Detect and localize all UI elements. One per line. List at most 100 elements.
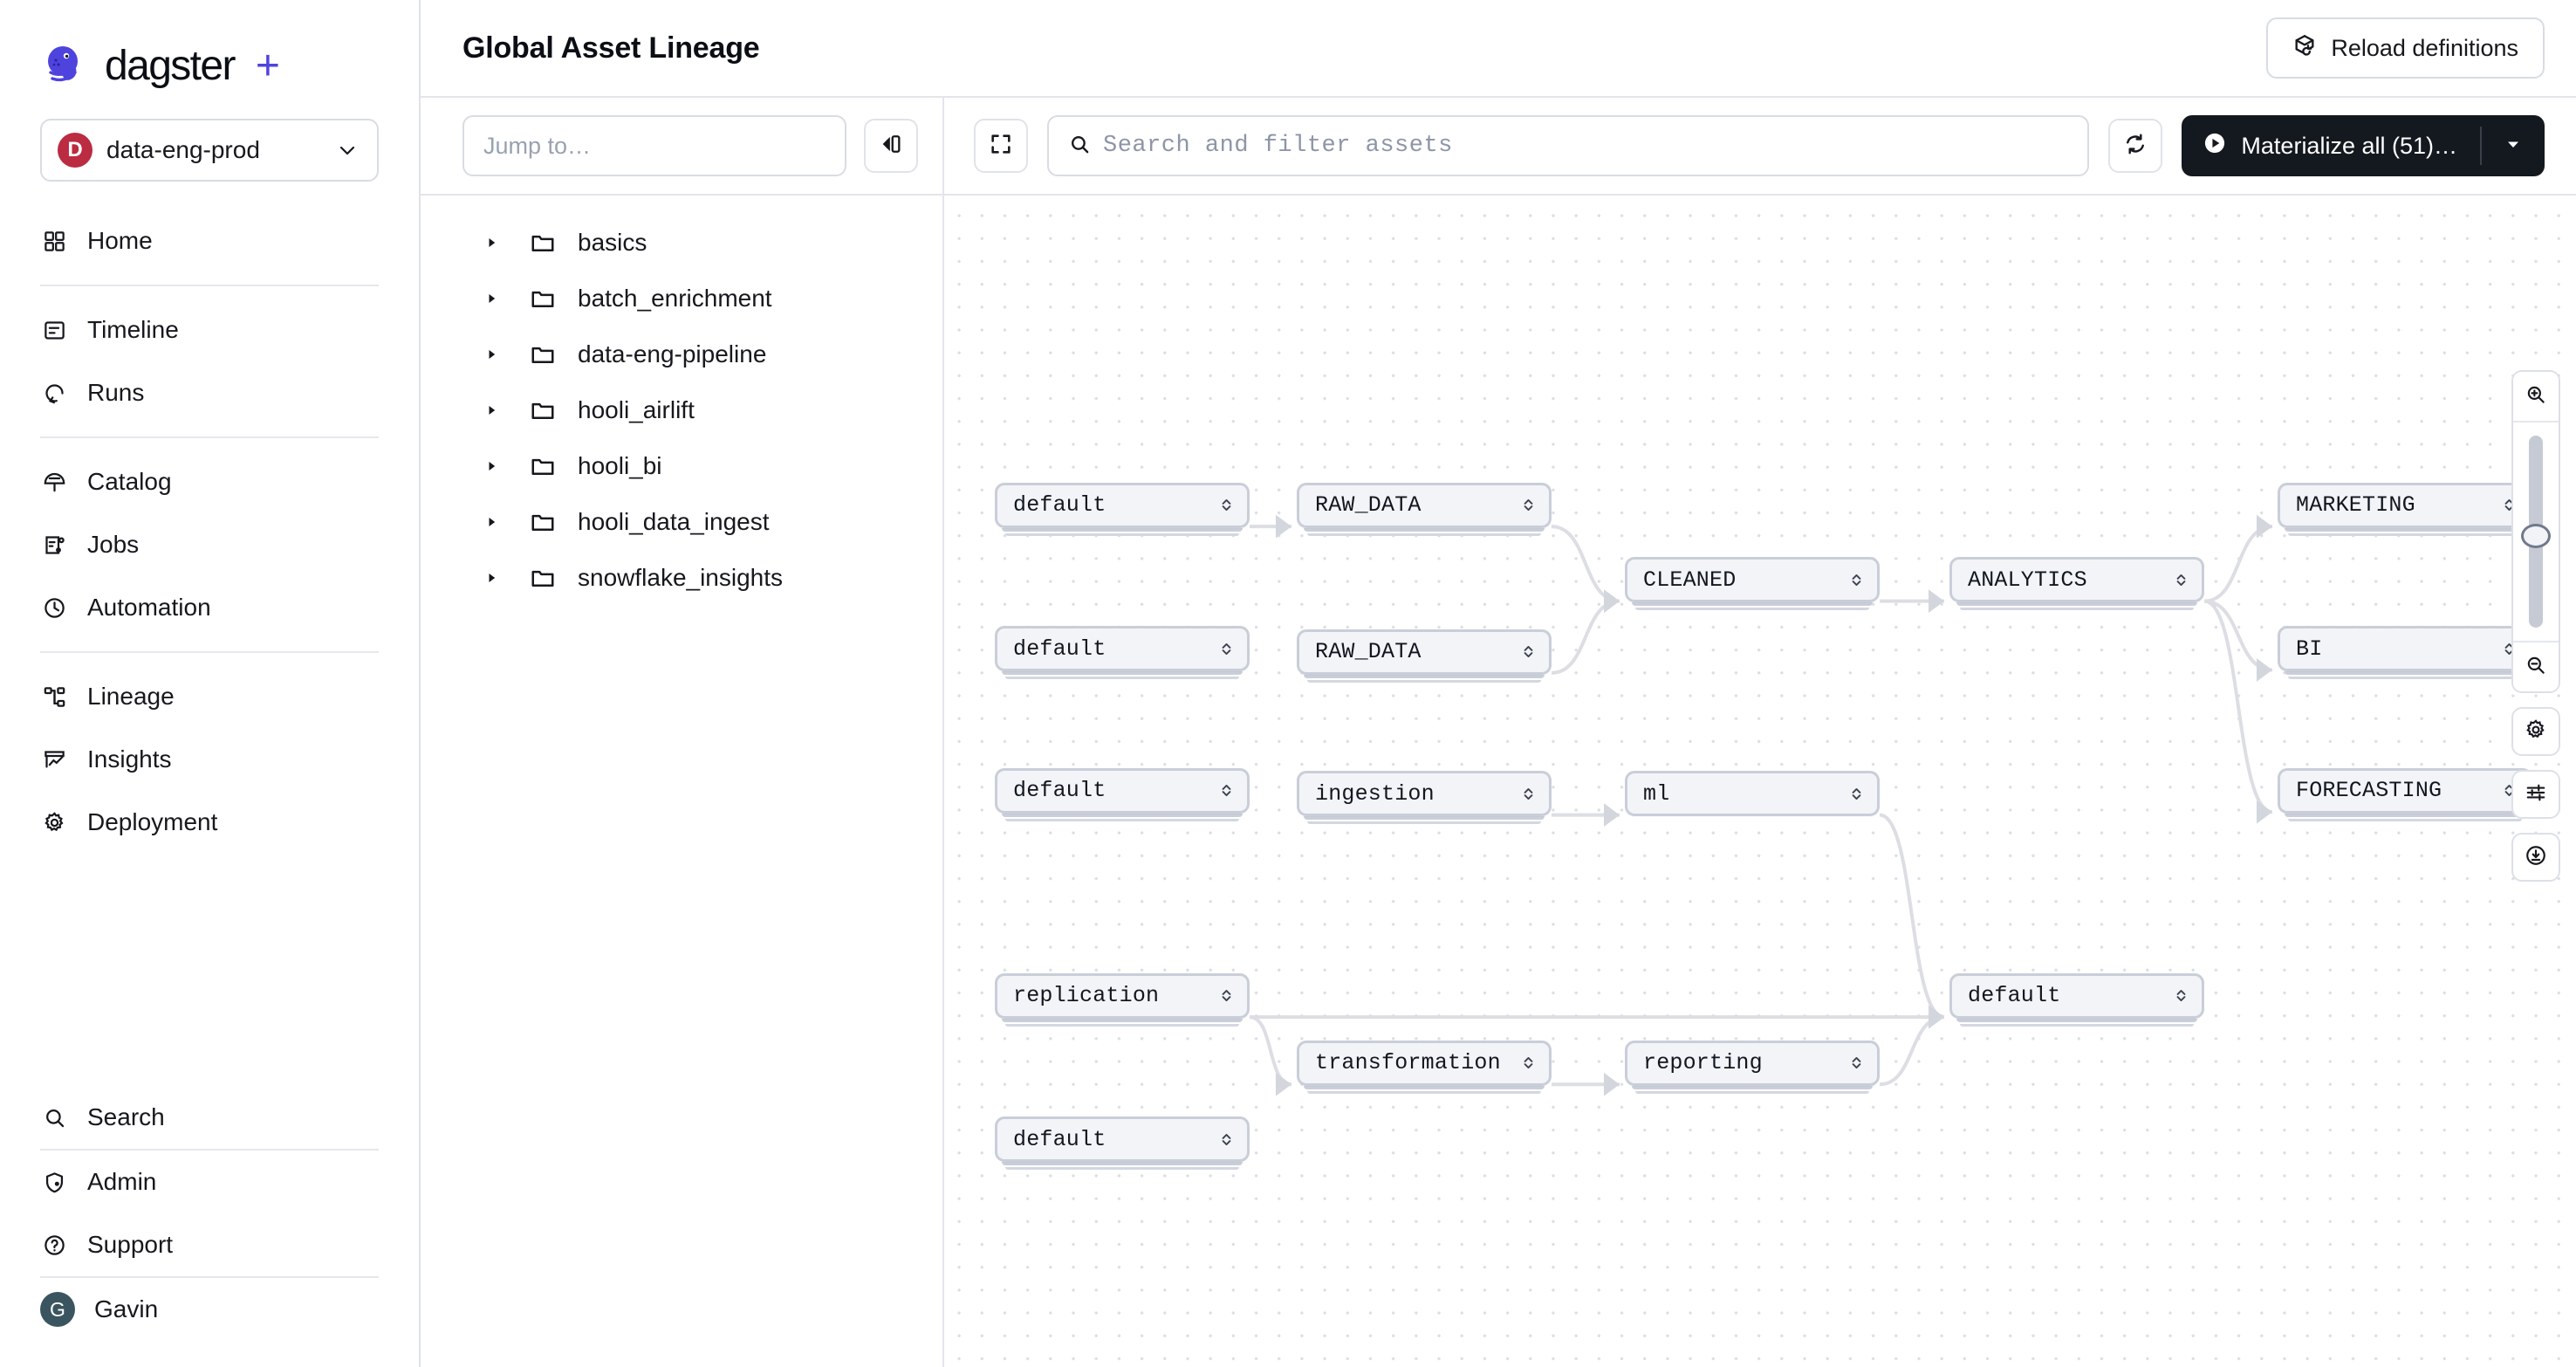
chevron-up-down-icon[interactable] xyxy=(1519,786,1537,802)
asset-node-label: transformation xyxy=(1315,1050,1501,1076)
chevron-up-down-icon[interactable] xyxy=(1519,1054,1537,1071)
asset-node-box[interactable]: transformation xyxy=(1297,1040,1552,1086)
asset-node-box[interactable]: RAW_DATA xyxy=(1297,482,1552,528)
asset-node-MARKETING[interactable]: MARKETING xyxy=(2278,482,2532,536)
sidebar-item-admin[interactable]: Admin xyxy=(0,1151,419,1213)
asset-node-box[interactable]: default xyxy=(995,767,1250,814)
brand-logo[interactable]: dagster + xyxy=(0,0,419,96)
asset-node-BI[interactable]: BI xyxy=(2278,626,2532,680)
caret-right-icon[interactable] xyxy=(468,513,515,531)
caret-right-icon[interactable] xyxy=(468,290,515,307)
sidebar-item-automation[interactable]: Automation xyxy=(0,576,419,639)
chevron-up-down-icon[interactable] xyxy=(1217,987,1235,1004)
asset-node-box[interactable]: BI xyxy=(2278,626,2532,672)
chevron-up-down-icon[interactable] xyxy=(1519,497,1537,513)
fullscreen-button[interactable] xyxy=(974,119,1028,173)
download-graph-button[interactable] xyxy=(2511,833,2560,882)
zoom-slider[interactable] xyxy=(2513,422,2559,641)
asset-node-default[interactable]: default xyxy=(995,1116,1250,1171)
tree-item-snowflake_insights[interactable]: snowflake_insights xyxy=(421,550,942,606)
asset-node-box[interactable]: replication xyxy=(995,972,1250,1019)
asset-node-RAW_DATA[interactable]: RAW_DATA xyxy=(1297,629,1552,683)
asset-node-RAW_DATA[interactable]: RAW_DATA xyxy=(1297,482,1552,536)
chevron-up-down-icon[interactable] xyxy=(1847,572,1865,588)
asset-node-default[interactable]: default xyxy=(995,626,1250,680)
zoom-in-button[interactable] xyxy=(2513,372,2559,421)
asset-node-box[interactable]: default xyxy=(995,1116,1250,1163)
asset-node-box[interactable]: ANALYTICS xyxy=(1949,557,2204,603)
chevron-up-down-icon[interactable] xyxy=(1217,641,1235,657)
asset-node-box[interactable]: default xyxy=(995,482,1250,528)
caret-right-icon[interactable] xyxy=(468,234,515,251)
asset-node-default[interactable]: default xyxy=(1949,972,2204,1027)
graph-filters-button[interactable] xyxy=(2511,770,2560,819)
materialize-all-button[interactable]: Materialize all (51)… xyxy=(2182,115,2545,176)
tree-item-hooli_data_ingest[interactable]: hooli_data_ingest xyxy=(421,494,942,550)
asset-node-box[interactable]: ml xyxy=(1625,771,1880,817)
tree-item-data-eng-pipeline[interactable]: data-eng-pipeline xyxy=(421,326,942,382)
chevron-up-down-icon[interactable] xyxy=(1217,497,1235,513)
sidebar-item-support[interactable]: Support xyxy=(0,1213,419,1276)
sidebar-item-insights[interactable]: Insights xyxy=(0,728,419,791)
asset-node-reporting[interactable]: reporting xyxy=(1625,1040,1880,1094)
asset-node-transformation[interactable]: transformation xyxy=(1297,1040,1552,1094)
caret-right-icon[interactable] xyxy=(468,346,515,363)
chevron-up-down-icon[interactable] xyxy=(1519,643,1537,660)
sidebar-item-home[interactable]: Home xyxy=(0,210,419,272)
graph-settings-button[interactable] xyxy=(2511,707,2560,756)
sidebar-item-label: Support xyxy=(87,1231,174,1258)
asset-node-FORECASTING[interactable]: FORECASTING xyxy=(2278,767,2532,821)
chevron-up-down-icon[interactable] xyxy=(2500,497,2518,513)
asset-search-field[interactable]: Search and filter assets xyxy=(1047,115,2090,176)
asset-node-replication[interactable]: replication xyxy=(995,972,1250,1027)
tree-item-hooli_bi[interactable]: hooli_bi xyxy=(421,438,942,494)
asset-node-box[interactable]: default xyxy=(995,626,1250,672)
sidebar-item-deployment[interactable]: Deployment xyxy=(0,791,419,854)
deployment-picker[interactable]: D data-eng-prod xyxy=(40,119,379,182)
chevron-up-down-icon[interactable] xyxy=(2172,572,2189,588)
asset-node-ingestion[interactable]: ingestion xyxy=(1297,771,1552,825)
chevron-up-down-icon[interactable] xyxy=(1847,786,1865,802)
asset-node-ml[interactable]: ml xyxy=(1625,771,1880,817)
chevron-up-down-icon[interactable] xyxy=(2500,782,2518,799)
chevron-up-down-icon[interactable] xyxy=(1847,1054,1865,1071)
sidebar-item-lineage[interactable]: Lineage xyxy=(0,665,419,728)
reload-definitions-button[interactable]: Reload definitions xyxy=(2266,17,2545,79)
sidebar-item-search[interactable]: Search xyxy=(0,1086,419,1149)
zoom-slider-thumb[interactable] xyxy=(2521,524,2551,548)
sidebar-item-user[interactable]: G Gavin xyxy=(0,1278,419,1341)
tree-item-hooli_airlift[interactable]: hooli_airlift xyxy=(421,382,942,438)
asset-node-default[interactable]: default xyxy=(995,767,1250,821)
chevron-up-down-icon[interactable] xyxy=(1217,1131,1235,1148)
asset-node-box[interactable]: FORECASTING xyxy=(2278,767,2532,814)
materialize-dropdown-button[interactable] xyxy=(2482,134,2545,159)
caret-right-icon[interactable] xyxy=(468,457,515,475)
tree-item-batch_enrichment[interactable]: batch_enrichment xyxy=(421,271,942,326)
sidebar-item-timeline[interactable]: Timeline xyxy=(0,299,419,361)
tree-item-basics[interactable]: basics xyxy=(421,215,942,271)
refresh-button[interactable] xyxy=(2108,119,2163,173)
sidebar-item-jobs[interactable]: Jobs xyxy=(0,513,419,576)
asset-node-box[interactable]: default xyxy=(1949,972,2204,1019)
chevron-up-down-icon[interactable] xyxy=(1217,782,1235,799)
collapse-panel-button[interactable] xyxy=(864,119,918,173)
asset-node-box[interactable]: CLEANED xyxy=(1625,557,1880,603)
caret-right-icon[interactable] xyxy=(468,402,515,419)
asset-node-stack xyxy=(1304,1085,1545,1094)
asset-node-box[interactable]: RAW_DATA xyxy=(1297,629,1552,675)
sidebar-item-catalog[interactable]: Catalog xyxy=(0,450,419,513)
asset-node-CLEANED[interactable]: CLEANED xyxy=(1625,557,1880,611)
asset-node-box[interactable]: reporting xyxy=(1625,1040,1880,1086)
zoom-out-button[interactable] xyxy=(2513,642,2559,691)
asset-node-ANALYTICS[interactable]: ANALYTICS xyxy=(1949,557,2204,611)
materialize-all-main[interactable]: Materialize all (51)… xyxy=(2182,131,2480,161)
chevron-up-down-icon[interactable] xyxy=(2500,641,2518,657)
jump-to-input[interactable] xyxy=(462,115,846,176)
asset-node-box[interactable]: MARKETING xyxy=(2278,482,2532,528)
asset-node-box[interactable]: ingestion xyxy=(1297,771,1552,817)
sidebar-item-runs[interactable]: Runs xyxy=(0,361,419,424)
chevron-up-down-icon[interactable] xyxy=(2172,987,2189,1004)
caret-right-icon[interactable] xyxy=(468,569,515,587)
asset-node-default[interactable]: default xyxy=(995,482,1250,536)
